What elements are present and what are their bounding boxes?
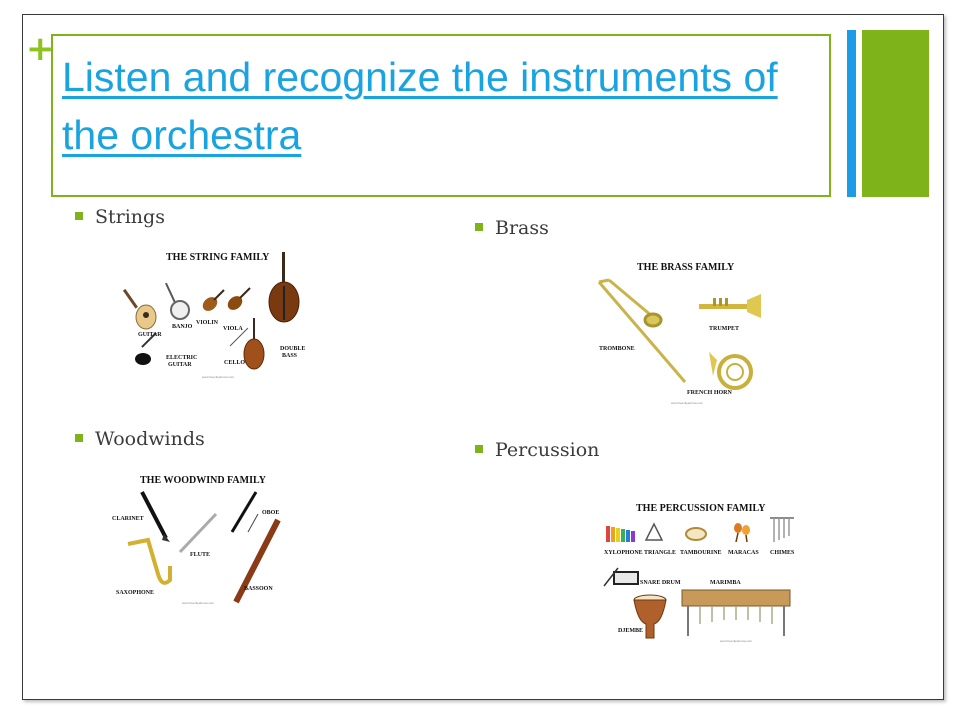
label-chimes: CHIMES (770, 550, 795, 556)
viola-icon (227, 287, 251, 310)
label-banjo: BANJO (172, 324, 193, 330)
bullet-label: Percussion (495, 439, 600, 461)
label-bass: BASS (282, 353, 298, 359)
trombone-icon (597, 278, 687, 383)
djembe-icon (633, 594, 667, 639)
label-violin: VIOLIN (196, 320, 219, 326)
label-clarinet: CLARINET (112, 516, 144, 522)
bullet-brass: Brass (475, 217, 549, 239)
image-title: THE STRING FAMILY (166, 252, 270, 263)
marimba-icon (681, 589, 791, 636)
saxophone-icon (127, 537, 172, 585)
label-trumpet: TRUMPET (709, 326, 739, 332)
percussion-family-image: THE PERCUSSION FAMILY (600, 498, 800, 646)
label-double: DOUBLE (280, 346, 305, 352)
trumpet-icon (699, 294, 761, 318)
bullet-square-icon (475, 445, 483, 453)
label-xylophone: XYLOPHONE (604, 550, 643, 556)
banjo-icon (165, 282, 190, 320)
guitar-icon (122, 288, 157, 330)
snare-drum-icon (603, 567, 639, 587)
bullet-woodwinds: Woodwinds (75, 428, 205, 450)
label-flute: FLUTE (190, 552, 210, 558)
image-title: THE WOODWIND FAMILY (140, 475, 267, 486)
label-french-horn: FRENCH HORN (687, 390, 733, 396)
label-saxophone: SAXOPHONE (116, 590, 154, 596)
triangle-icon (644, 522, 664, 541)
label-trombone: TROMBONE (599, 346, 635, 352)
accent-bar-blue (847, 30, 856, 197)
image-title: THE BRASS FAMILY (637, 262, 735, 273)
title-box (51, 34, 831, 197)
label-bassoon: BASSOON (244, 586, 273, 592)
brass-family-image: THE BRASS FAMILY TROMBONE TRUMPET FRENCH… (585, 256, 775, 406)
label-viola: VIOLA (223, 326, 243, 332)
image-credit: www.freeclipartnow.com (202, 375, 235, 379)
oboe-icon (230, 491, 258, 533)
label-oboe: OBOE (262, 510, 279, 516)
electric-guitar-icon (135, 332, 157, 365)
bullet-square-icon (475, 223, 483, 231)
double-bass-icon (268, 252, 300, 323)
flute-icon (178, 512, 218, 554)
image-credit: www.freeclipartnow.com (182, 601, 215, 605)
bullet-strings: Strings (75, 206, 165, 228)
clarinet-icon (140, 491, 170, 542)
violin-icon (202, 289, 225, 311)
image-credit: www.freeclipartnow.com (720, 639, 753, 643)
bullet-label: Strings (95, 206, 165, 228)
image-title: THE PERCUSSION FAMILY (636, 503, 766, 514)
label-cello: CELLO (224, 360, 245, 366)
bullet-label: Woodwinds (95, 428, 205, 450)
cello-icon (229, 318, 265, 370)
maracas-icon (734, 523, 750, 543)
label-triangle: TRIANGLE (644, 550, 676, 556)
slide-frame (22, 14, 944, 700)
label-maracas: MARACAS (728, 550, 759, 556)
image-credit: www.freeclipartnow.com (671, 401, 704, 405)
string-family-image: THE STRING FAMILY (110, 246, 310, 386)
label-tambourine: TAMBOURINE (680, 550, 722, 556)
tambourine-icon (685, 527, 707, 541)
label-guitar: GUITAR (138, 332, 162, 338)
plus-icon: + (26, 29, 55, 69)
chimes-icon (770, 517, 794, 542)
french-horn-icon (709, 352, 753, 390)
bullet-square-icon (75, 212, 83, 220)
xylophone-icon (606, 526, 635, 542)
woodwind-family-image: THE WOODWIND FAMILY CLARINET OBOE FLUTE … (108, 470, 288, 612)
bullet-square-icon (75, 434, 83, 442)
accent-bar-green (862, 30, 929, 197)
bullet-percussion: Percussion (475, 439, 599, 461)
bassoon-icon (233, 513, 281, 604)
label-marimba: MARIMBA (710, 580, 741, 586)
label-electric-guitar: GUITAR (168, 362, 192, 368)
bullet-label: Brass (495, 217, 549, 239)
label-snare-drum: SNARE DRUM (640, 580, 681, 586)
label-electric: ELECTRIC (166, 355, 197, 361)
label-djembe: DJEMBE (618, 628, 643, 634)
slide-title-link[interactable]: Listen and recognize the instruments of … (62, 54, 778, 158)
